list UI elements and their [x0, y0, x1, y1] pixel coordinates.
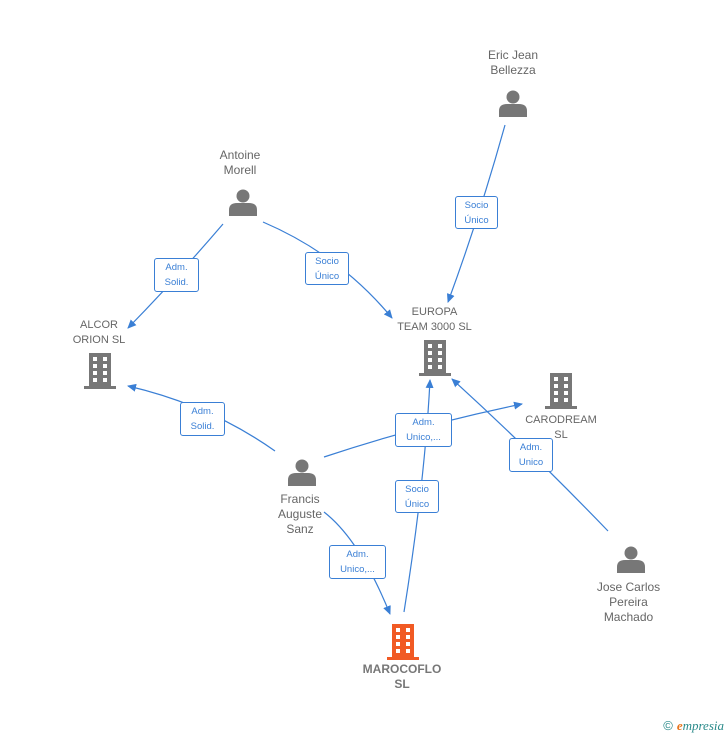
- edge-label-antoine-alcor[interactable]: Adm. Solid.: [154, 258, 199, 292]
- jose-name-label[interactable]: Jose Carlos Pereira Machado: [596, 580, 661, 624]
- brand-initial: e: [676, 718, 683, 733]
- edge-label-jose-europa[interactable]: Adm. Unico: [509, 438, 553, 472]
- francis-person-icon[interactable]: [288, 459, 316, 487]
- edge-layer: [127, 124, 609, 615]
- jose-person-icon[interactable]: [617, 546, 645, 574]
- marocoflo-building-icon[interactable]: [387, 624, 419, 660]
- carodream-name-label[interactable]: CARODREAM SL: [525, 414, 597, 441]
- antoine-name-label[interactable]: Antoine Morell: [219, 148, 261, 177]
- marocoflo-name-label[interactable]: MAROCOFLO SL: [362, 662, 442, 691]
- carodream-building-icon[interactable]: [545, 373, 577, 409]
- edge-label-marocoflo-europa[interactable]: Socio Único: [395, 480, 439, 513]
- copyright-icon: ©: [663, 718, 673, 733]
- europa-name-label[interactable]: EUROPA TEAM 3000 SL: [397, 306, 472, 333]
- edge-label-francis-marocoflo[interactable]: Adm. Unico,...: [329, 545, 386, 579]
- eric-person-icon[interactable]: [499, 90, 527, 118]
- francis-name-label[interactable]: Francis Auguste Sanz: [277, 492, 323, 536]
- empresia-brand[interactable]: ©empresia: [663, 718, 724, 734]
- company-icons: [84, 340, 577, 660]
- edge-label-francis-alcor[interactable]: Adm. Solid.: [180, 402, 225, 436]
- alcor-name-label[interactable]: ALCOR ORION SL: [72, 319, 126, 346]
- eric-name-label[interactable]: Eric Jean Bellezza: [487, 48, 539, 77]
- alcor-building-icon[interactable]: [84, 353, 116, 389]
- edge-label-eric-europa[interactable]: Socio Único: [455, 196, 498, 229]
- antoine-person-icon[interactable]: [229, 189, 257, 217]
- edge-label-francis-carodream[interactable]: Adm. Unico,...: [395, 413, 452, 447]
- brand-name: mpresia: [682, 718, 724, 733]
- edge-label-antoine-europa[interactable]: Socio Único: [305, 252, 349, 285]
- europa-building-icon[interactable]: [419, 340, 451, 376]
